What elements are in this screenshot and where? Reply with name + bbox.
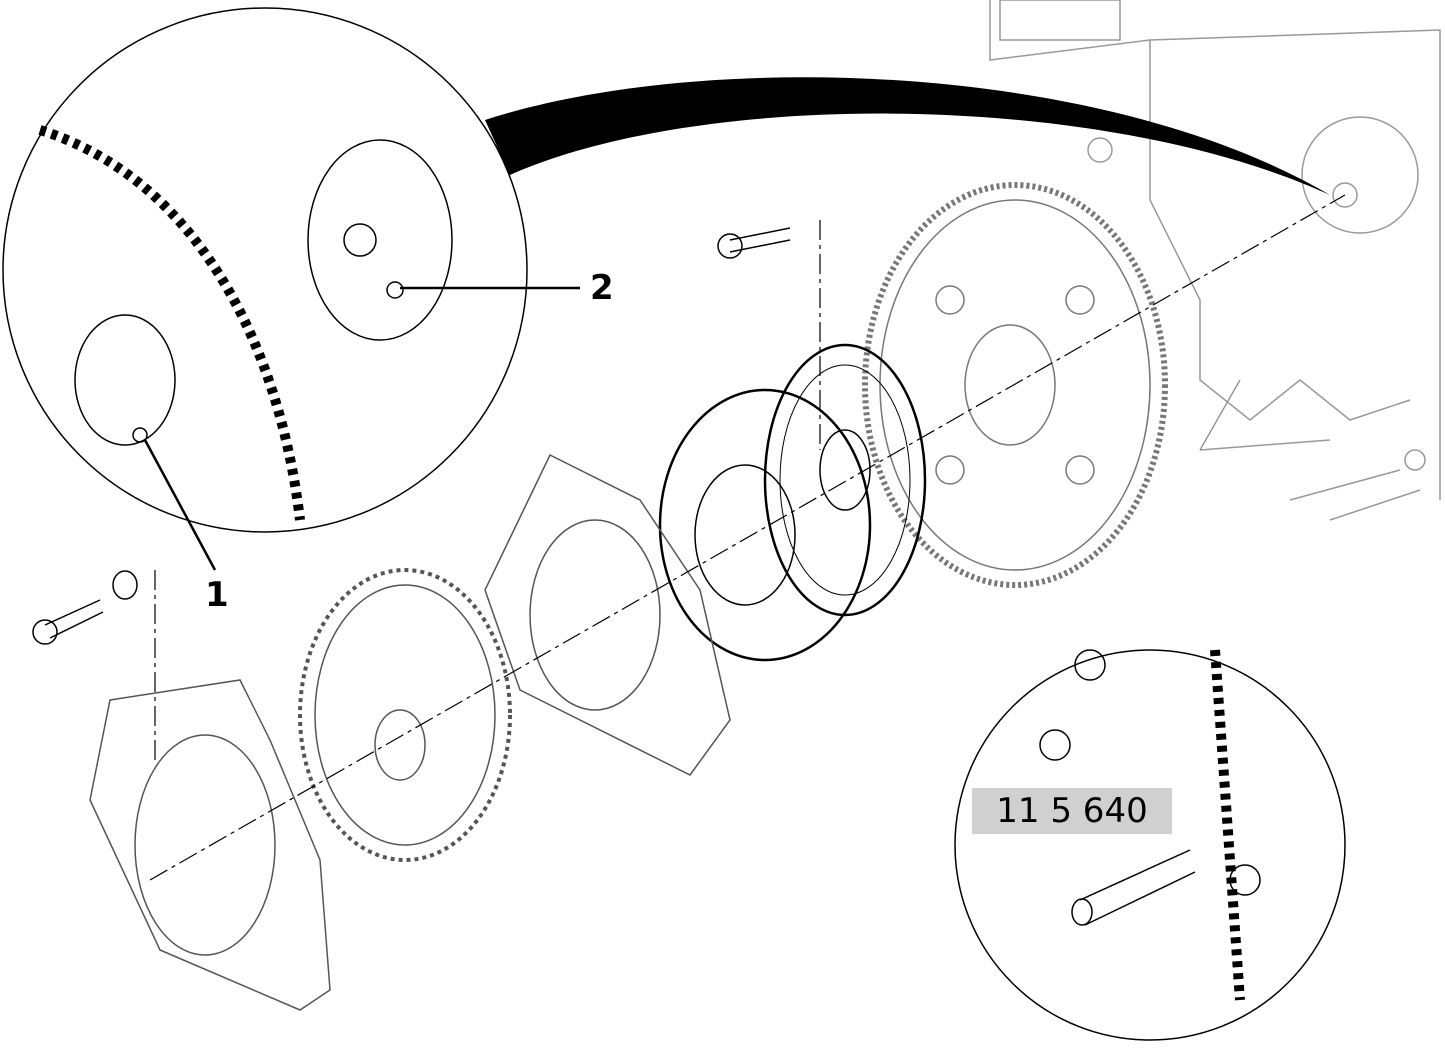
driven-disc <box>298 568 512 862</box>
detail-view-tool <box>954 649 1346 1041</box>
cover-plate <box>484 453 731 776</box>
callout-1: 1 <box>205 575 229 615</box>
bolts <box>32 227 791 645</box>
clutch-disc-springs <box>658 388 872 662</box>
pressure-plate <box>763 343 927 617</box>
engine-block-outline <box>989 0 1441 521</box>
callout-2: 2 <box>590 268 614 308</box>
flywheel <box>862 182 1168 588</box>
special-tool-number-label: 11 5 640 <box>972 788 1172 834</box>
centerline <box>149 194 1346 881</box>
detail-view-top <box>2 7 580 571</box>
detail-pointer <box>485 77 1330 195</box>
retaining-plate <box>89 679 331 1011</box>
